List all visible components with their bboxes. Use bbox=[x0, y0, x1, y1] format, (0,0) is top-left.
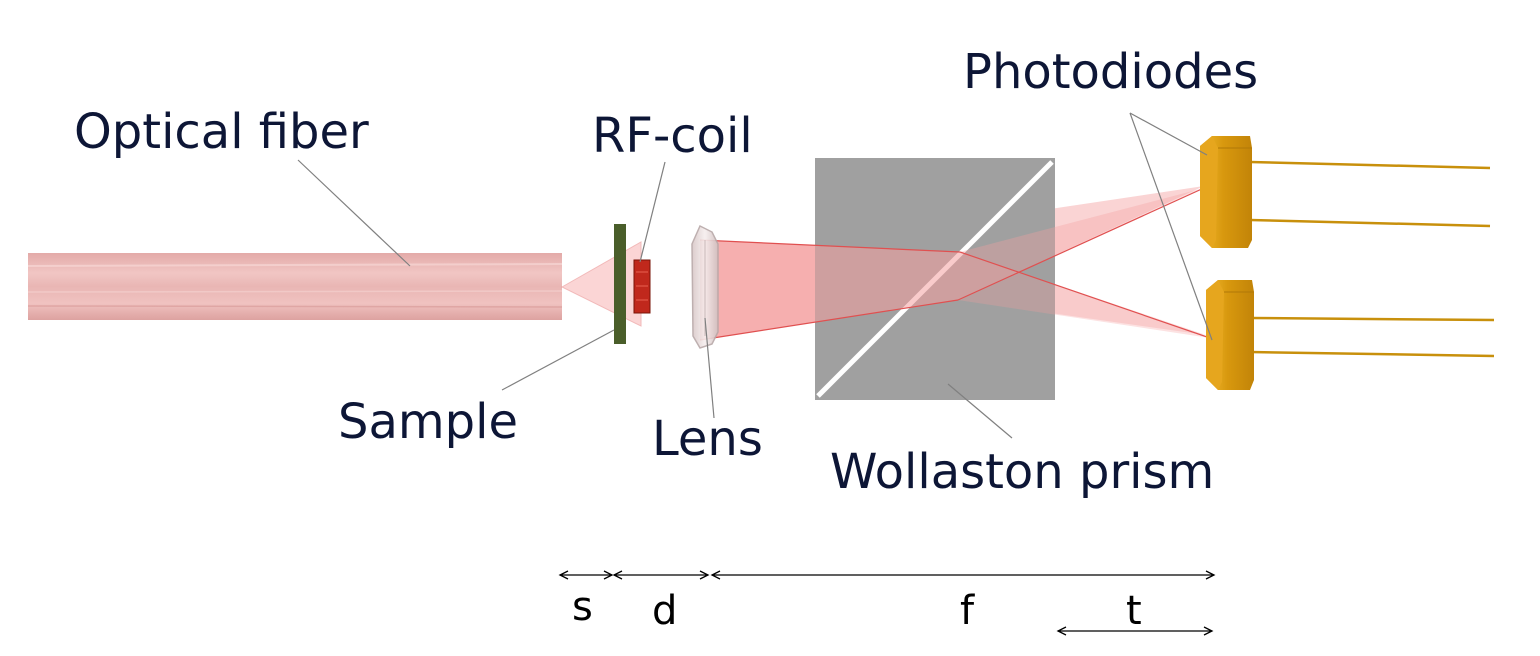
optical-fiber bbox=[27, 253, 563, 320]
wollaston-prism bbox=[815, 158, 1055, 400]
photodiodes-label: Photodiodes bbox=[963, 44, 1258, 100]
leader-lines bbox=[297, 112, 1213, 439]
dimension-arrows bbox=[558, 570, 1216, 636]
sample-label: Sample bbox=[338, 394, 518, 450]
lens bbox=[691, 224, 719, 349]
photodiode-top bbox=[1200, 136, 1491, 248]
optical-fiber-label: Optical fiber bbox=[74, 104, 369, 160]
wollaston-prism-label: Wollaston prism bbox=[830, 444, 1214, 500]
dimension-f-label: f bbox=[960, 588, 975, 634]
rf-coil-label: RF-coil bbox=[592, 108, 753, 164]
rf-coil bbox=[633, 259, 651, 314]
lens-label: Lens bbox=[652, 411, 763, 467]
dimension-s-label: s bbox=[572, 584, 593, 630]
dimension-d-label: d bbox=[652, 588, 677, 634]
photodiode-bottom bbox=[1206, 280, 1495, 390]
dimension-t-label: t bbox=[1126, 588, 1142, 634]
split-beams bbox=[699, 187, 1211, 341]
sample-plate bbox=[614, 224, 626, 344]
